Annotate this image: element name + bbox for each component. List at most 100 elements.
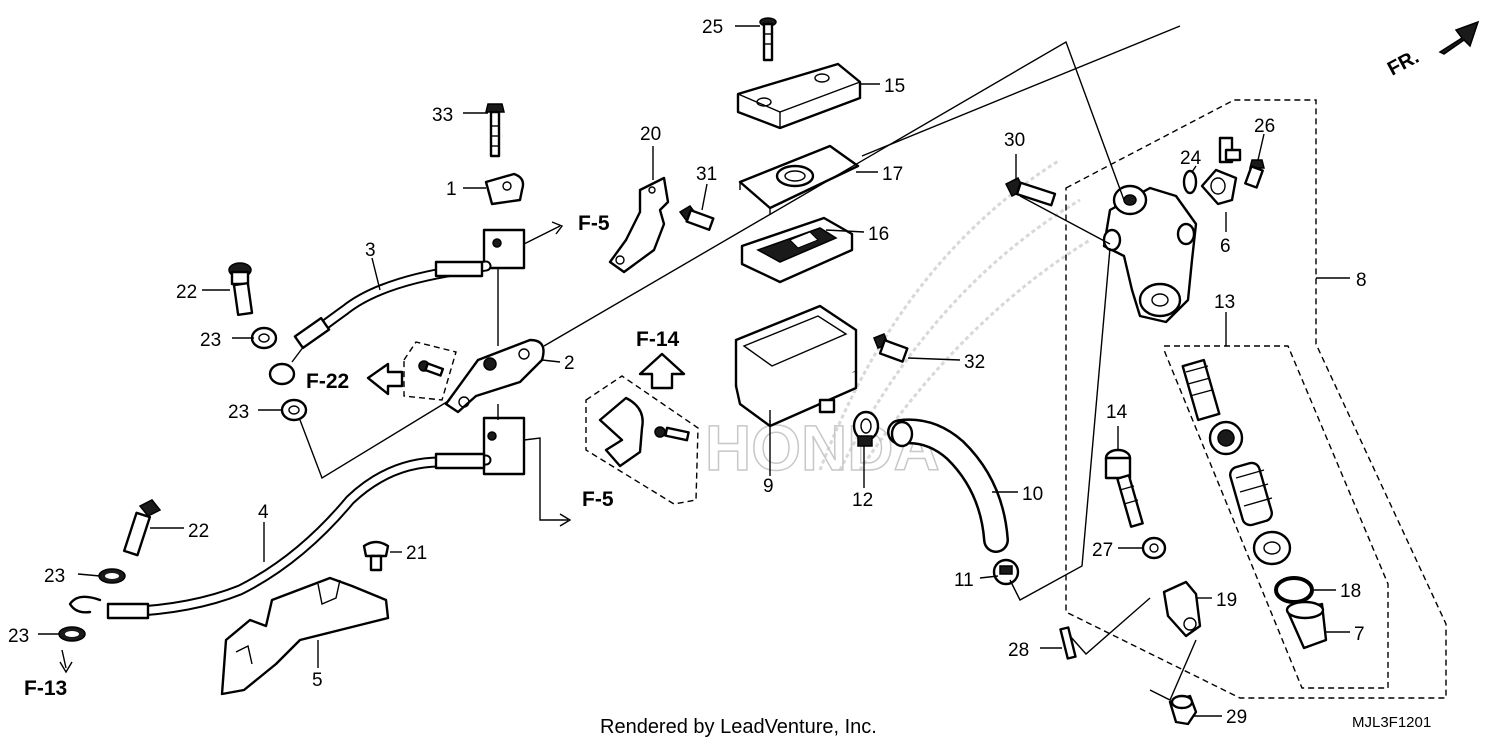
plate-1 bbox=[484, 172, 525, 206]
assembly-line-lower bbox=[299, 399, 451, 480]
assembly-line-mid bbox=[861, 25, 1181, 157]
cotter-pin-28 bbox=[1059, 626, 1077, 660]
callout-18: 18 bbox=[1340, 581, 1361, 602]
assembly-line-upper bbox=[543, 40, 1125, 347]
callout-23-c: 23 bbox=[44, 566, 65, 587]
callout-13: 13 bbox=[1214, 292, 1235, 313]
callout-22-lower: 22 bbox=[188, 521, 209, 542]
f5-bottom-line bbox=[523, 437, 568, 521]
clevis-joint-19 bbox=[1162, 580, 1202, 638]
leader-lines bbox=[38, 25, 1350, 717]
assembly-8-outline bbox=[1065, 99, 1447, 699]
boot-7 bbox=[1285, 600, 1328, 650]
hose-3 bbox=[268, 260, 492, 386]
bolt-30 bbox=[1004, 176, 1057, 207]
hose-guide-5 bbox=[220, 576, 390, 696]
hose-4 bbox=[68, 452, 492, 620]
front-direction-arrow: FR. bbox=[1384, 20, 1480, 81]
callout-4: 4 bbox=[258, 502, 269, 523]
callout-2: 2 bbox=[564, 353, 575, 374]
callout-20: 20 bbox=[640, 124, 661, 145]
callout-26: 26 bbox=[1254, 116, 1275, 137]
push-rod-14 bbox=[1104, 448, 1144, 528]
callout-28: 28 bbox=[1008, 640, 1029, 661]
bracket-20 bbox=[608, 176, 670, 274]
callout-16: 16 bbox=[868, 224, 889, 245]
reference-labels: F-5 F-5 F-14 F-22 F-13 bbox=[24, 212, 680, 700]
diagram-code: MJL3F1201 bbox=[1352, 714, 1431, 731]
reservoir-joint-6 bbox=[1200, 168, 1238, 206]
callout-33: 33 bbox=[432, 105, 453, 126]
pin-line bbox=[1069, 597, 1151, 655]
front-label: FR. bbox=[1384, 46, 1423, 81]
bolt-22-upper bbox=[228, 262, 254, 317]
callout-27: 27 bbox=[1092, 540, 1113, 561]
screw-26 bbox=[1244, 159, 1265, 189]
ref-f13: F-13 bbox=[24, 677, 67, 700]
f5-bottom-arrow bbox=[559, 513, 572, 527]
washer-23-b bbox=[280, 398, 308, 422]
hose-clip-11 bbox=[992, 558, 1020, 586]
ref-f5-bottom: F-5 bbox=[582, 488, 614, 511]
hose-clamp-12 bbox=[852, 410, 880, 447]
callout-19: 19 bbox=[1216, 590, 1237, 611]
ref-f13-arrow bbox=[59, 661, 73, 674]
callout-23-d: 23 bbox=[8, 626, 29, 647]
reservoir-cap-15 bbox=[736, 62, 862, 130]
bracket-2 bbox=[444, 268, 545, 414]
screw-25 bbox=[759, 17, 777, 62]
diaphragm-16 bbox=[740, 216, 854, 284]
ref-f22-group bbox=[366, 341, 457, 401]
reservoir-hose-10 bbox=[887, 418, 1009, 553]
bolt-21 bbox=[362, 540, 390, 572]
f5-top-line bbox=[523, 225, 561, 245]
front-arrow-icon bbox=[1438, 20, 1480, 55]
callout-12: 12 bbox=[852, 490, 873, 511]
callout-32: 32 bbox=[964, 352, 985, 373]
bolt-32 bbox=[873, 333, 909, 363]
callout-8: 8 bbox=[1356, 270, 1367, 291]
callout-30: 30 bbox=[1004, 130, 1025, 151]
kit-13-outline bbox=[1163, 345, 1389, 689]
callout-6: 6 bbox=[1220, 236, 1231, 257]
callout-25: 25 bbox=[702, 17, 723, 38]
ref-f14: F-14 bbox=[636, 328, 680, 351]
bolt-30-line bbox=[1019, 195, 1111, 245]
callout-29: 29 bbox=[1226, 707, 1247, 728]
ref-f5-bracket-box bbox=[585, 375, 699, 505]
washer-23-a bbox=[250, 326, 278, 350]
bolt-22-lower bbox=[122, 499, 162, 557]
master-cylinder-body bbox=[1102, 184, 1198, 324]
callout-24: 24 bbox=[1180, 148, 1202, 169]
pin29-line bbox=[1149, 639, 1197, 701]
callout-5: 5 bbox=[312, 670, 323, 691]
callout-14: 14 bbox=[1106, 402, 1128, 423]
callout-21: 21 bbox=[406, 543, 427, 564]
callout-31: 31 bbox=[696, 164, 717, 185]
ref-f14-arrow bbox=[638, 352, 686, 390]
callout-3: 3 bbox=[365, 240, 376, 261]
callout-22-upper: 22 bbox=[176, 282, 197, 303]
ref-f5-top: F-5 bbox=[578, 212, 610, 235]
o-ring-24 bbox=[1182, 169, 1198, 195]
joint-pipe bbox=[1218, 136, 1242, 164]
hose-joint-upper bbox=[482, 228, 526, 270]
nut-27 bbox=[1141, 536, 1167, 560]
piston-kit-13 bbox=[1181, 358, 1292, 566]
callout-10: 10 bbox=[1022, 484, 1043, 505]
clip-line bbox=[1009, 247, 1111, 601]
callout-1: 1 bbox=[446, 179, 457, 200]
callout-15: 15 bbox=[884, 76, 905, 97]
circlip-18 bbox=[1274, 576, 1314, 604]
bolt-33 bbox=[485, 103, 505, 158]
bolt-31 bbox=[678, 205, 715, 231]
ref-f13-line bbox=[61, 649, 67, 669]
diaphragm-plate-17 bbox=[738, 144, 860, 214]
joint-pin-29 bbox=[1168, 694, 1198, 726]
footer-credit: Rendered by LeadVenture, Inc. bbox=[600, 716, 877, 738]
callout-7: 7 bbox=[1354, 624, 1365, 645]
callout-9: 9 bbox=[763, 476, 774, 497]
reservoir-9 bbox=[734, 304, 858, 428]
callout-23-a: 23 bbox=[200, 330, 221, 351]
